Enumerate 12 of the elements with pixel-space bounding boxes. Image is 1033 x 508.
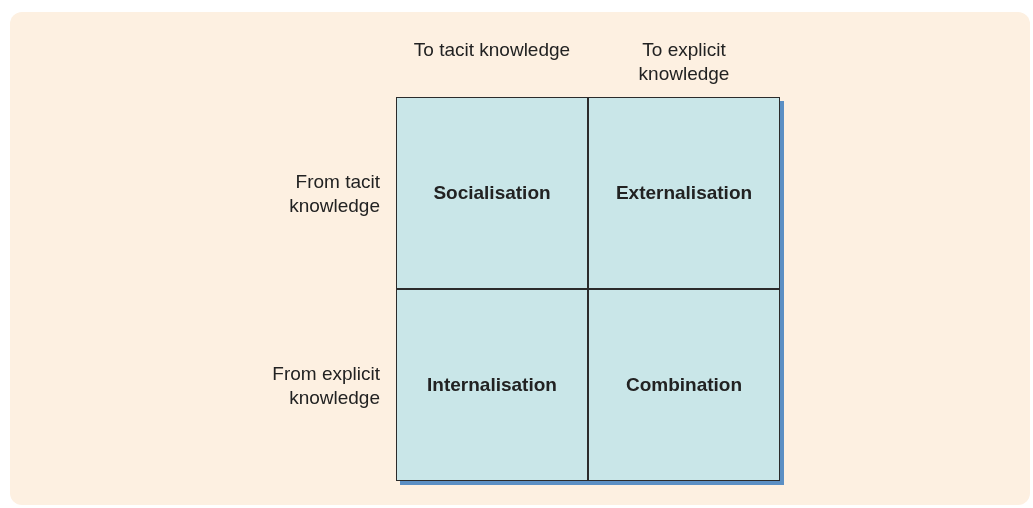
cell-title: Combination	[625, 374, 743, 396]
cell-title: Internalisation	[427, 374, 557, 396]
cell-title: Socialisation	[433, 182, 551, 204]
matrix-cell	[588, 289, 780, 481]
cell-title: Externalisation	[615, 182, 753, 204]
row-header: From explicit knowledge	[271, 362, 380, 410]
row-header: From tacit knowledge	[288, 170, 380, 218]
matrix-cell	[588, 97, 780, 289]
column-header: To explicit knowledge	[637, 38, 731, 86]
matrix-cell	[396, 97, 588, 289]
column-header: To tacit knowledge	[412, 38, 572, 62]
matrix-cell	[396, 289, 588, 481]
